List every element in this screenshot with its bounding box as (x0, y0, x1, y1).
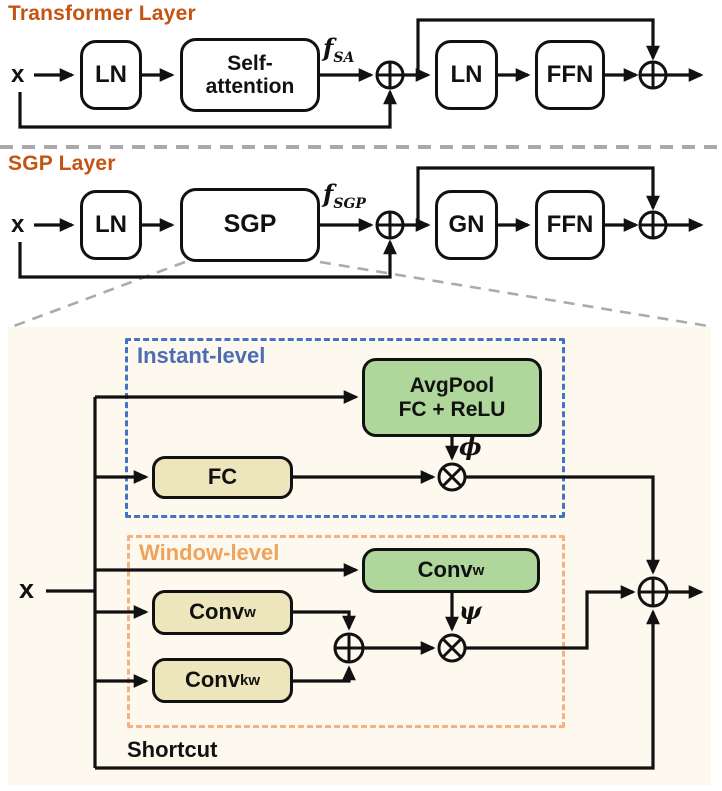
sgp-input-label: x (11, 211, 25, 238)
sgp-gn-box: GN (435, 190, 498, 260)
phi-label: ϕ (459, 432, 482, 461)
transformer-ln1-box: LN (80, 40, 142, 110)
sum-icon-transformer-1 (375, 60, 405, 90)
detail-input-label: x (19, 574, 35, 604)
transformer-input-label: x (11, 61, 25, 88)
f-sgp-label: fSGP (323, 179, 366, 212)
sgp-layer-title: SGP Layer (8, 152, 116, 175)
sgp-box: SGP (180, 188, 320, 262)
sgp-ffn-box: FFN (535, 190, 605, 260)
instant-level-label: Instant-level (137, 343, 266, 368)
psi-label: ψ (459, 596, 482, 625)
shortcut-label: Shortcut (127, 737, 218, 762)
sum-icon-sgp-2 (638, 210, 668, 240)
f-sa-label: fSA (323, 33, 355, 66)
transformer-ln2-box: LN (435, 40, 498, 110)
zoom-connector-lines (13, 260, 709, 328)
sgp-ln-box: LN (80, 190, 142, 260)
transformer-layer-title: Transformer Layer (8, 2, 196, 25)
transformer-self-attention-box: Self- attention (180, 38, 320, 112)
transformer-ffn-box: FFN (535, 40, 605, 110)
avgpool-fc-relu-box: AvgPool FC + ReLU (362, 358, 542, 437)
sum-icon-sgp-1 (375, 210, 405, 240)
instant-level-group-box (125, 338, 565, 518)
fc-box: FC (152, 456, 293, 499)
sum-icon-transformer-2 (638, 60, 668, 90)
window-level-label: Window-level (139, 540, 280, 565)
